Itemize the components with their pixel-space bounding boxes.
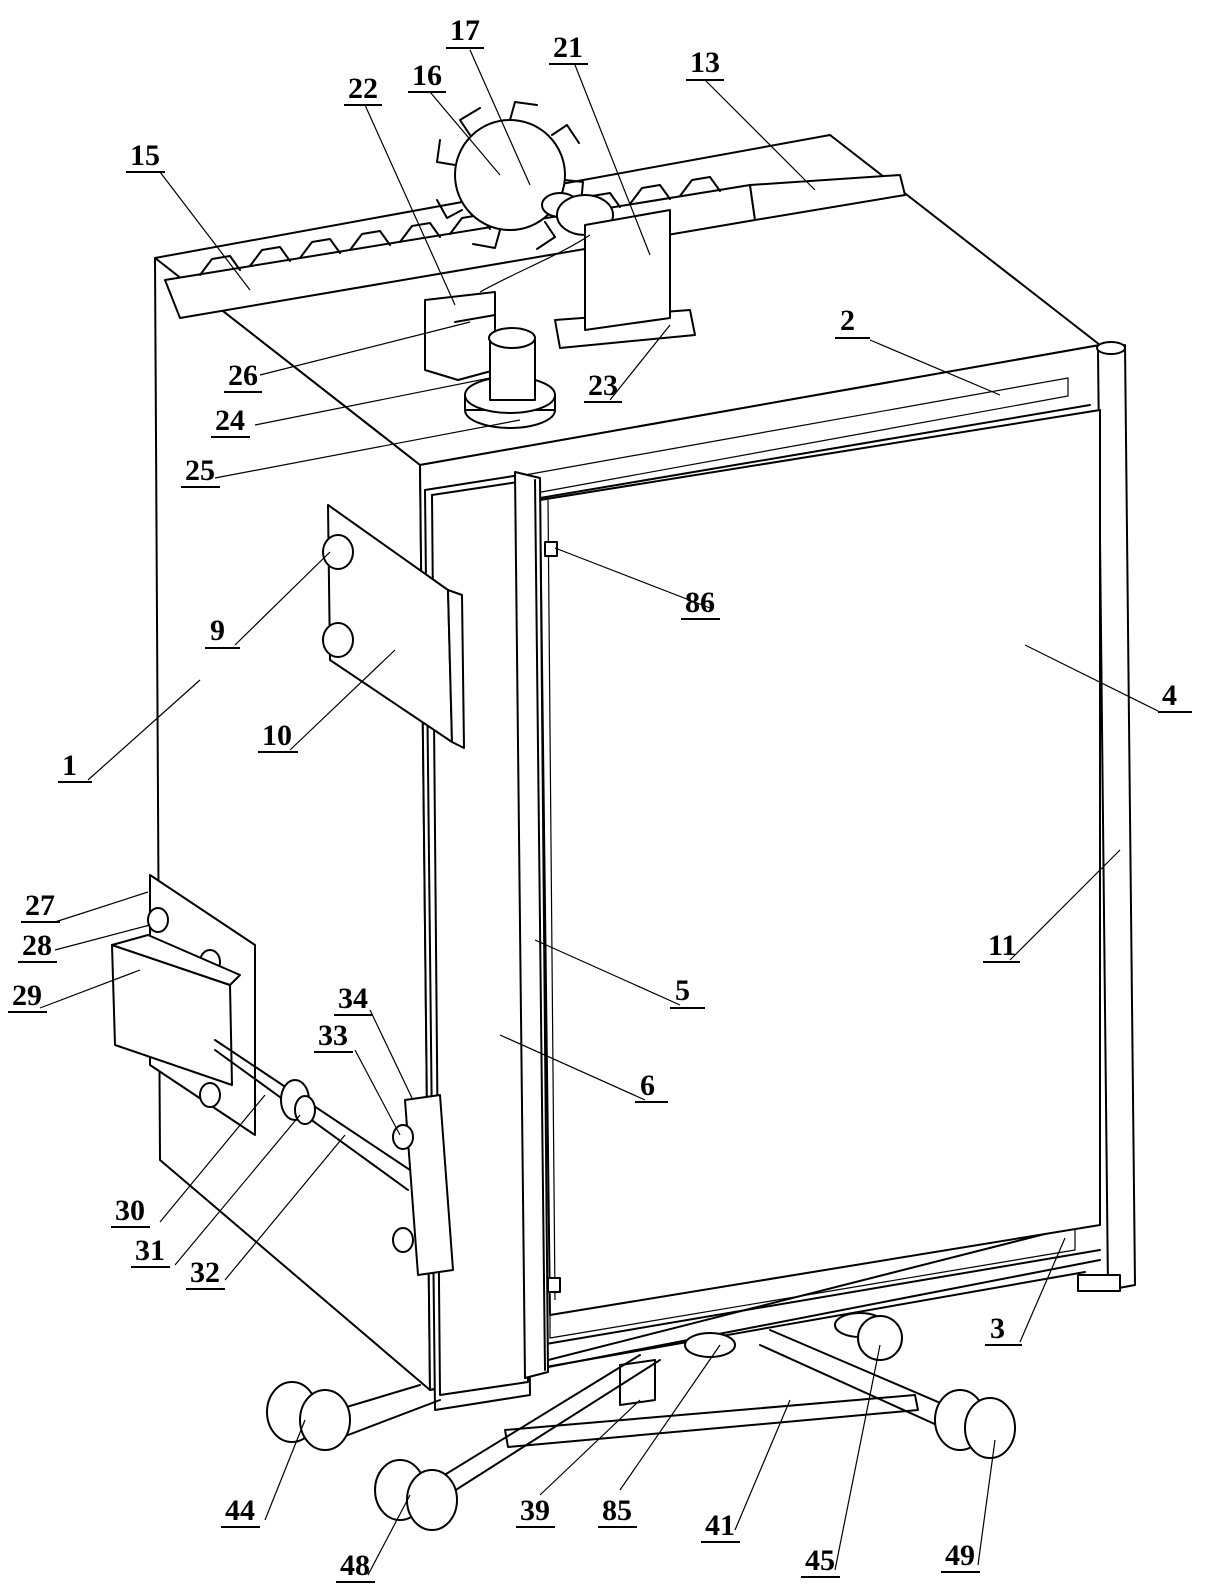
label-27: 27 xyxy=(25,889,55,922)
label-4: 4 xyxy=(1162,679,1177,712)
label-39: 39 xyxy=(520,1494,550,1527)
base-frame xyxy=(319,1312,981,1501)
label-2: 2 xyxy=(840,304,855,337)
label-9: 9 xyxy=(210,614,225,647)
motor-21 xyxy=(554,209,696,349)
label-10: 10 xyxy=(262,719,292,752)
label-17: 17 xyxy=(450,14,480,47)
label-1: 1 xyxy=(62,749,77,782)
label-5: 5 xyxy=(675,974,690,1007)
label-32: 32 xyxy=(190,1256,220,1289)
cylinder-24 xyxy=(464,327,556,429)
part-labels: 1 2 3 4 5 6 9 10 11 13 15 16 17 21 22 23… xyxy=(8,14,1192,1583)
label-41: 41 xyxy=(705,1509,735,1542)
label-29: 29 xyxy=(12,979,42,1012)
gear-16 xyxy=(436,101,614,250)
wheel-48 xyxy=(374,1459,458,1531)
leader-lines xyxy=(39,49,1161,1576)
plate-10 xyxy=(322,504,465,749)
label-86: 86 xyxy=(685,586,715,619)
label-6: 6 xyxy=(640,1069,655,1102)
box-22 xyxy=(424,234,591,381)
label-25: 25 xyxy=(185,454,215,487)
label-34: 34 xyxy=(338,982,368,1015)
post-11 xyxy=(1077,341,1136,1292)
label-11: 11 xyxy=(988,929,1016,962)
rod-30 xyxy=(214,1039,411,1191)
label-3: 3 xyxy=(990,1312,1005,1345)
wheel-49 xyxy=(934,1389,1016,1459)
label-22: 22 xyxy=(348,72,378,105)
label-23: 23 xyxy=(588,369,618,402)
label-30: 30 xyxy=(115,1194,145,1227)
bracket-27 xyxy=(111,874,256,1136)
label-13: 13 xyxy=(690,46,720,79)
label-24: 24 xyxy=(215,404,245,437)
label-49: 49 xyxy=(945,1539,975,1572)
label-45: 45 xyxy=(805,1544,835,1577)
label-33: 33 xyxy=(318,1019,348,1052)
door-4 xyxy=(539,409,1101,1316)
label-26: 26 xyxy=(228,359,258,392)
label-16: 16 xyxy=(412,59,442,92)
label-48: 48 xyxy=(340,1549,370,1582)
label-31: 31 xyxy=(135,1234,165,1267)
label-28: 28 xyxy=(22,929,52,962)
wheel-44 xyxy=(266,1381,351,1451)
label-15: 15 xyxy=(130,139,160,172)
label-44: 44 xyxy=(225,1494,255,1527)
wheel-45 xyxy=(857,1315,903,1361)
label-85: 85 xyxy=(602,1494,632,1527)
label-21: 21 xyxy=(553,31,583,64)
